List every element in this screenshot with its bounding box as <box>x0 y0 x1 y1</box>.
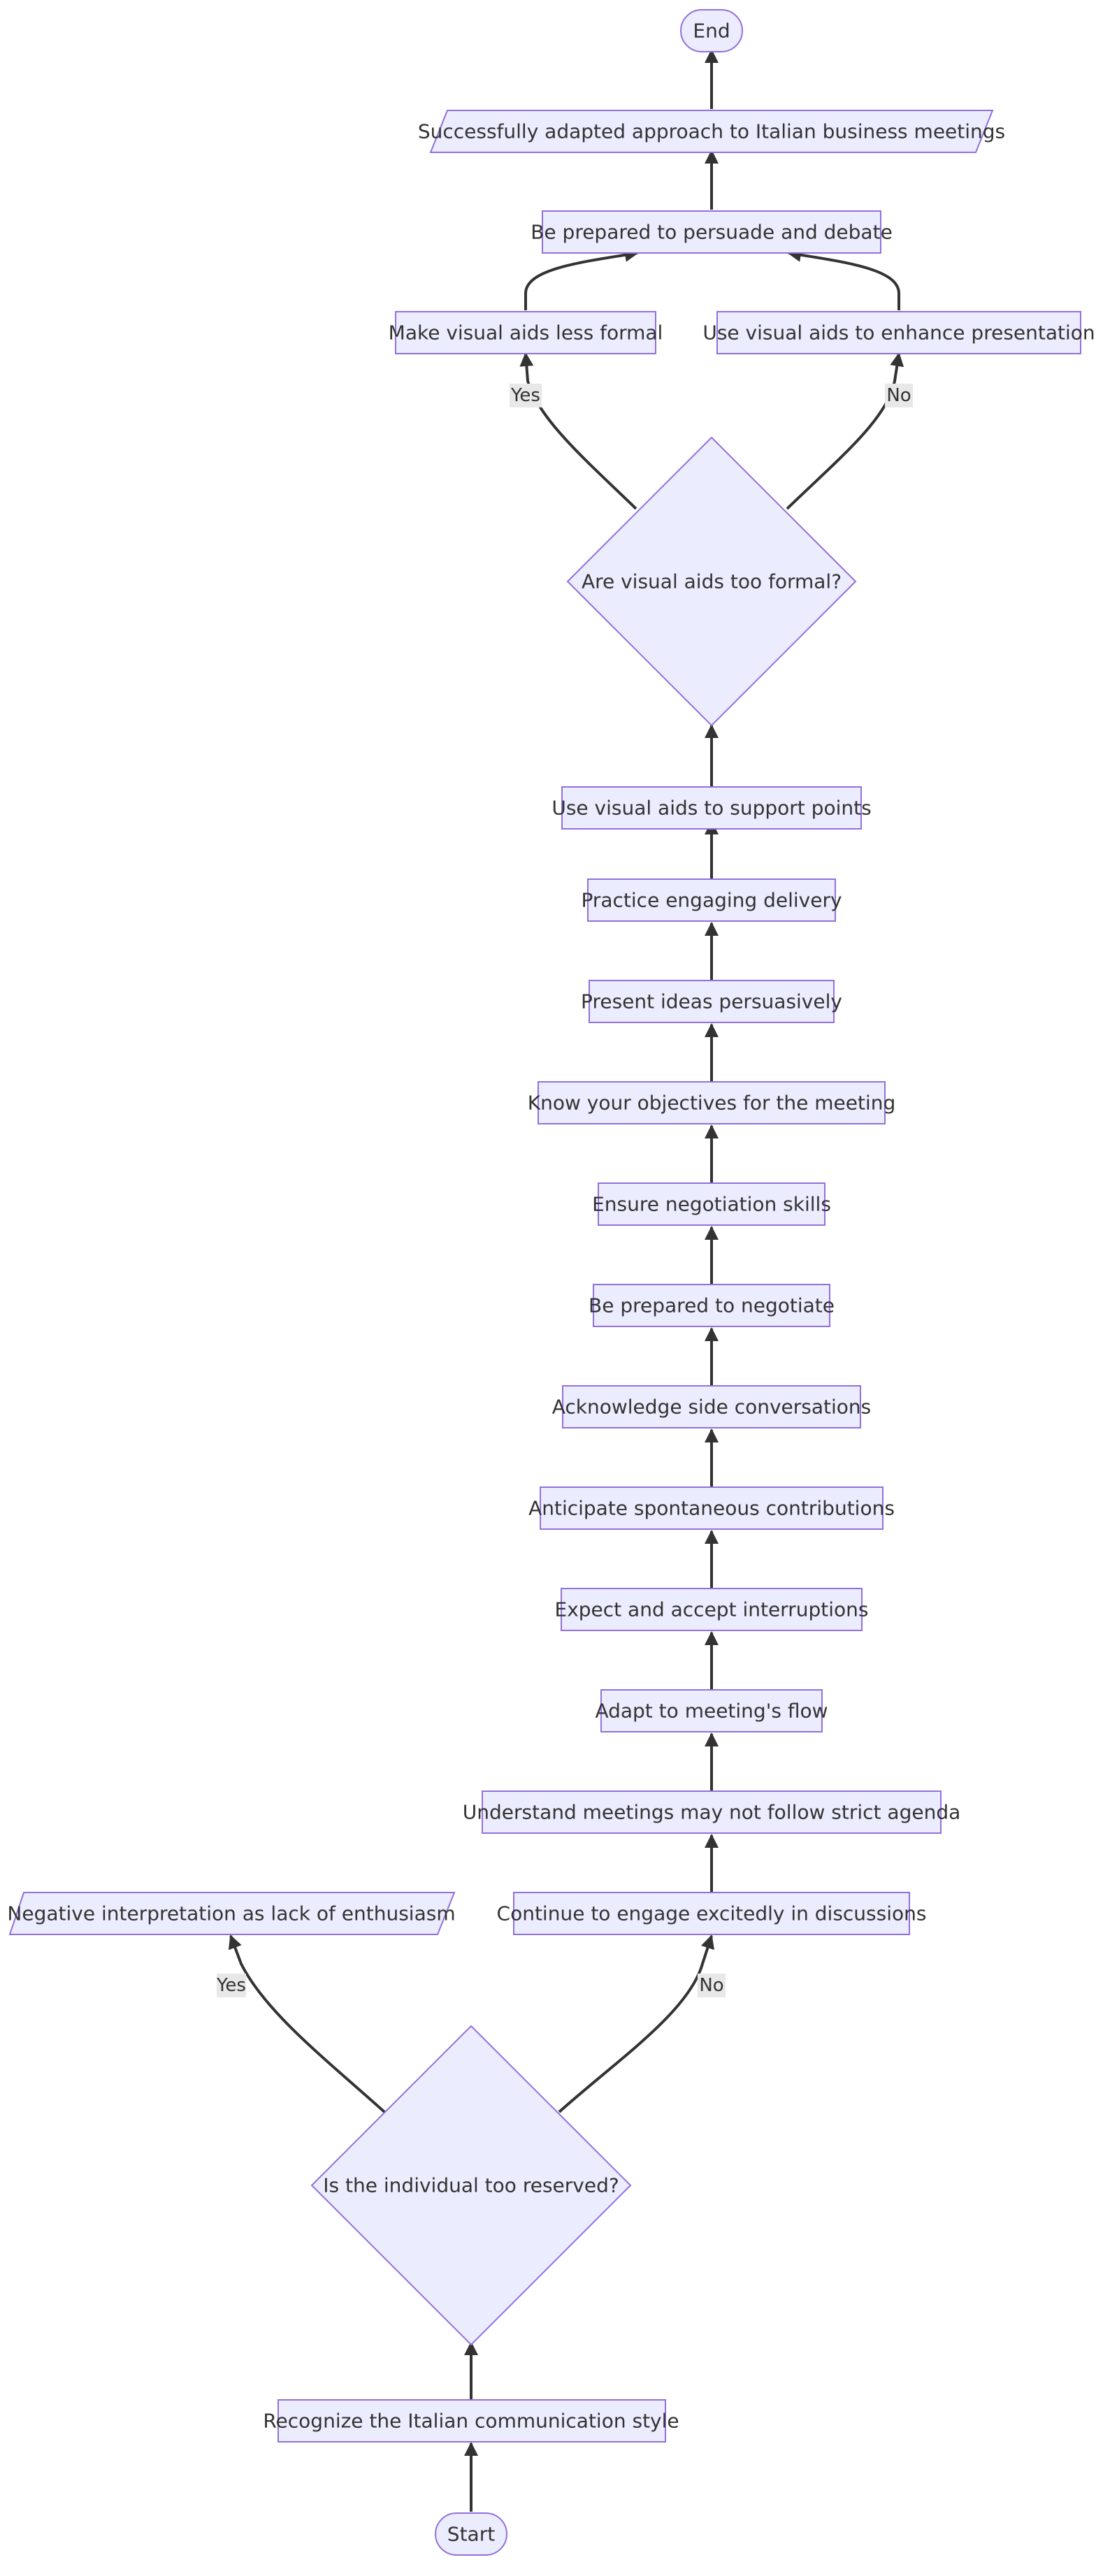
process-shape <box>277 2399 666 2443</box>
edge-labels: Yes No Yes No <box>216 384 913 1997</box>
process-shape <box>716 311 1081 354</box>
node-recognize-label: Recognize the Italian communication styl… <box>263 2410 679 2433</box>
io-shape <box>8 1892 456 1935</box>
process-shape <box>538 1081 886 1124</box>
edge-label-reserved-no: No <box>699 1975 723 1996</box>
process-shape <box>513 1892 910 1935</box>
node-present: Present ideas persuasively <box>581 980 842 1023</box>
edge-label-bg <box>510 384 542 407</box>
node-recognize: Recognize the Italian communication styl… <box>263 2399 679 2443</box>
node-start-label: Start <box>447 2523 495 2546</box>
process-shape <box>589 980 835 1023</box>
edge-formal-lessformal <box>519 352 637 510</box>
node-persuade: Be prepared to persuade and debate <box>531 210 893 254</box>
node-acknowledge-label: Acknowledge side conversations <box>552 1396 872 1419</box>
node-objectives-label: Know your objectives for the meeting <box>528 1092 896 1115</box>
edge-formal-enhance <box>786 352 904 510</box>
process-shape <box>540 1486 884 1530</box>
node-objectives: Know your objectives for the meeting <box>528 1081 896 1124</box>
node-anticipate-label: Anticipate spontaneous contributions <box>528 1497 895 1520</box>
process-shape <box>561 1588 863 1631</box>
edge-label-formal-yes: Yes <box>510 385 540 406</box>
edge-reserved-continue <box>558 1934 714 2113</box>
node-prepared-negotiate: Be prepared to negotiate <box>589 1284 835 1327</box>
node-enhance: Use visual aids to enhance presentation <box>702 311 1095 354</box>
node-success-label: Successfully adapted approach to Italian… <box>418 120 1005 143</box>
edge-lessformal-persuade <box>524 247 639 310</box>
node-persuade-label: Be prepared to persuade and debate <box>531 221 893 244</box>
node-negative-label: Negative interpretation as lack of enthu… <box>7 1902 455 1925</box>
process-shape <box>593 1284 830 1327</box>
terminal-shape <box>680 9 743 52</box>
node-reserved-decision: Is the individual too reserved? <box>310 2025 632 2346</box>
edge-label-reserved-yes: Yes <box>216 1975 246 1996</box>
node-present-label: Present ideas persuasively <box>581 990 842 1013</box>
node-understand-label: Understand meetings may not follow stric… <box>463 1801 961 1824</box>
node-prepared-negotiate-label: Be prepared to negotiate <box>589 1294 835 1317</box>
node-adapt-label: Adapt to meeting's flow <box>595 1700 828 1723</box>
node-ensure: Ensure negotiation skills <box>592 1182 831 1226</box>
edge-label-bg <box>885 384 913 407</box>
node-expect-label: Expect and accept interruptions <box>555 1598 869 1621</box>
process-shape <box>587 878 836 922</box>
node-acknowledge: Acknowledge side conversations <box>552 1385 872 1428</box>
node-continue-label: Continue to engage excitedly in discussi… <box>497 1902 927 1925</box>
nodes: Start Recognize the Italian communicatio… <box>7 9 1095 2556</box>
node-start: Start <box>435 2512 507 2556</box>
terminal-shape <box>435 2512 507 2556</box>
edges <box>228 49 904 2512</box>
node-enhance-label: Use visual aids to enhance presentation <box>702 321 1095 345</box>
node-visual-support-label: Use visual aids to support points <box>551 797 871 820</box>
edge-label-bg <box>698 1974 726 1997</box>
node-practice-label: Practice engaging delivery <box>581 889 842 912</box>
decision-shape <box>566 436 857 727</box>
node-negative: Negative interpretation as lack of enthu… <box>7 1892 456 1935</box>
node-understand: Understand meetings may not follow stric… <box>463 1790 961 1834</box>
node-end: End <box>680 9 743 52</box>
node-ensure-label: Ensure negotiation skills <box>592 1193 831 1216</box>
decision-shape <box>310 2025 632 2346</box>
process-shape <box>598 1182 825 1226</box>
node-continue: Continue to engage excitedly in discussi… <box>497 1892 927 1935</box>
node-less-formal-label: Make visual aids less formal <box>389 321 663 345</box>
edge-reserved-negative <box>228 1934 386 2113</box>
process-shape <box>562 1385 861 1428</box>
node-expect: Expect and accept interruptions <box>555 1588 869 1631</box>
edge-enhance-persuade <box>787 247 900 310</box>
process-shape <box>395 311 656 354</box>
process-shape <box>600 1689 823 1732</box>
io-shape <box>429 110 994 153</box>
node-reserved-label: Is the individual too reserved? <box>323 2174 619 2197</box>
process-shape <box>482 1790 942 1834</box>
process-shape <box>561 786 862 830</box>
edge-label-formal-no: No <box>886 385 911 406</box>
node-formal-decision: Are visual aids too formal? <box>566 436 857 727</box>
node-adapt: Adapt to meeting's flow <box>595 1689 828 1732</box>
node-practice: Practice engaging delivery <box>581 878 842 922</box>
node-end-label: End <box>693 20 730 43</box>
node-formal-label: Are visual aids too formal? <box>582 570 842 593</box>
node-less-formal: Make visual aids less formal <box>389 311 663 354</box>
edge-label-bg <box>217 1974 246 1997</box>
process-shape <box>542 210 881 254</box>
node-anticipate: Anticipate spontaneous contributions <box>528 1486 895 1530</box>
node-success: Successfully adapted approach to Italian… <box>418 110 1005 153</box>
node-visual-support: Use visual aids to support points <box>551 786 872 830</box>
